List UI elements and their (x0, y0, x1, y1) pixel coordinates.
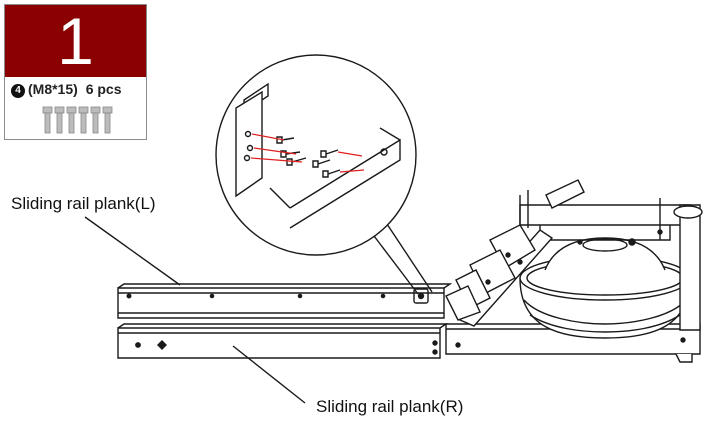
bolt-set-icon (42, 106, 113, 134)
step-number: 1 (5, 5, 146, 77)
zoom-connector-line (367, 227, 419, 295)
part-spec: (M8*15) (28, 81, 78, 97)
water-tank (519, 237, 691, 339)
zoom-connector-line (382, 217, 433, 293)
left-label-leader (84, 216, 181, 286)
label-right-plank: Sliding rail plank(R) (316, 397, 464, 416)
left-rail-plank (117, 283, 453, 319)
right-label-leader (232, 345, 306, 404)
detail-magnifier (215, 54, 417, 256)
part-index-badge: 4 (11, 84, 25, 98)
step-badge: 1 4(M8*15) 6 pcs (4, 4, 147, 140)
part-quantity: 6 pcs (85, 81, 122, 97)
handle-arm (519, 179, 585, 230)
front-support-and-footrests (445, 224, 554, 327)
label-left-plank: Sliding rail plank(L) (11, 194, 156, 213)
right-rail-plank (117, 323, 449, 359)
parts-spec: 4(M8*15) 6 pcs (11, 81, 145, 103)
tank-frame (519, 198, 703, 331)
